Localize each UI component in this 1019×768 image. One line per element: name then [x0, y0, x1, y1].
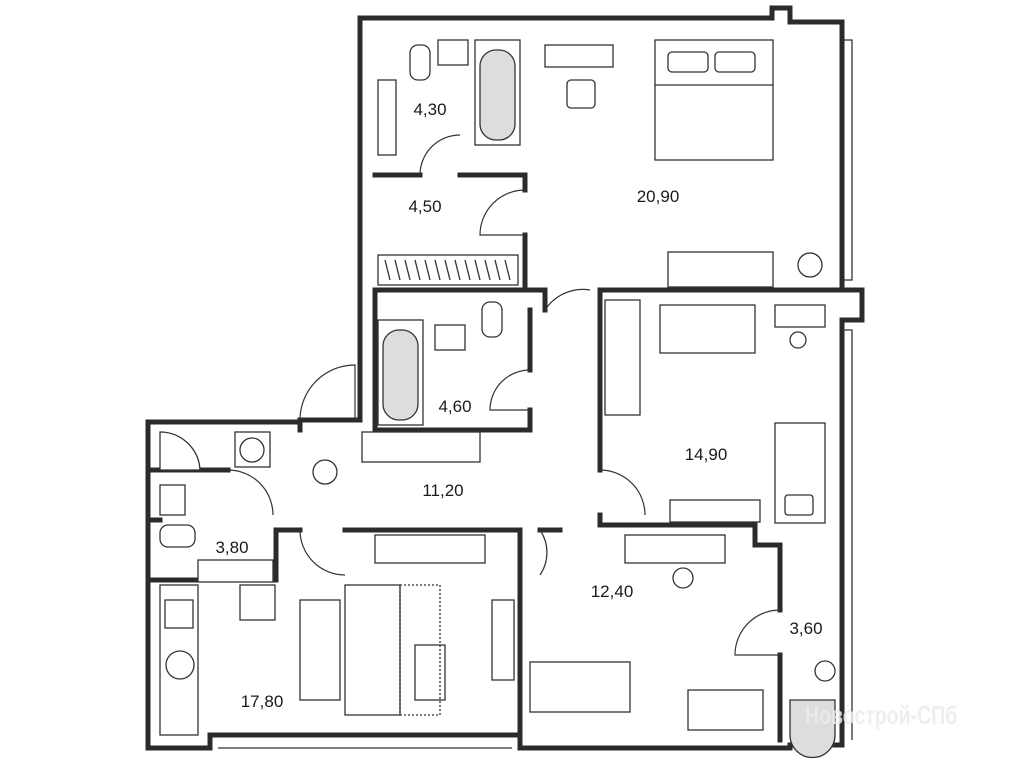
toilet-icon — [481, 301, 503, 338]
bed-icon — [529, 661, 631, 713]
room-area-bathroom-2: 4,60 — [438, 397, 472, 416]
wardrobe-icon — [361, 431, 481, 463]
room-area-bathroom-3: 3,80 — [215, 538, 249, 557]
sink-icon — [164, 599, 194, 629]
dining-table-icon — [299, 599, 341, 701]
room-area-kitchen-living: 17,80 — [240, 692, 284, 711]
washing-machine-icon — [239, 437, 265, 463]
toilet-icon — [409, 44, 431, 81]
furniture — [159, 39, 836, 759]
tv-unit-icon — [667, 251, 774, 288]
room-area-hall-1: 4,50 — [408, 197, 442, 216]
desk-icon — [774, 304, 826, 328]
desk-icon — [624, 534, 726, 564]
room-area-hall-main: 11,20 — [422, 481, 464, 500]
room-area-wardrobe: 3,60 — [789, 619, 823, 638]
room-area-bedroom-2: 14,90 — [684, 445, 728, 464]
sofa-icon — [659, 304, 756, 354]
room-area-bathroom-1: 4,30 — [413, 100, 447, 119]
watermark: Новострой-СПб — [805, 700, 958, 730]
toilet-icon — [159, 524, 196, 548]
room-area-bedroom-master: 20,90 — [636, 187, 680, 206]
room-area-bedroom-3: 12,40 — [590, 582, 634, 601]
outer-walls — [145, 5, 865, 751]
plant-icon — [797, 252, 823, 278]
dog-icon — [312, 459, 338, 485]
doors — [227, 134, 781, 656]
wardrobe-icon — [604, 299, 641, 416]
stove-icon — [165, 650, 195, 680]
sofa-icon — [344, 584, 401, 716]
